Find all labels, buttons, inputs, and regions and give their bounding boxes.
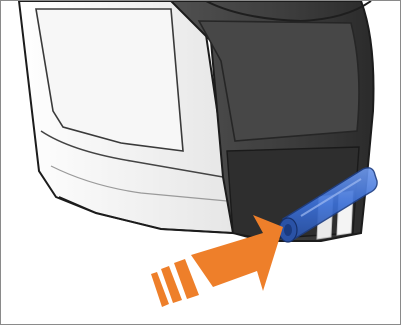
device-light-housing — [17, 1, 235, 235]
insertion-arrow-icon — [151, 215, 283, 307]
device-dark-housing — [169, 1, 375, 242]
blue-pin-icon — [278, 167, 378, 243]
